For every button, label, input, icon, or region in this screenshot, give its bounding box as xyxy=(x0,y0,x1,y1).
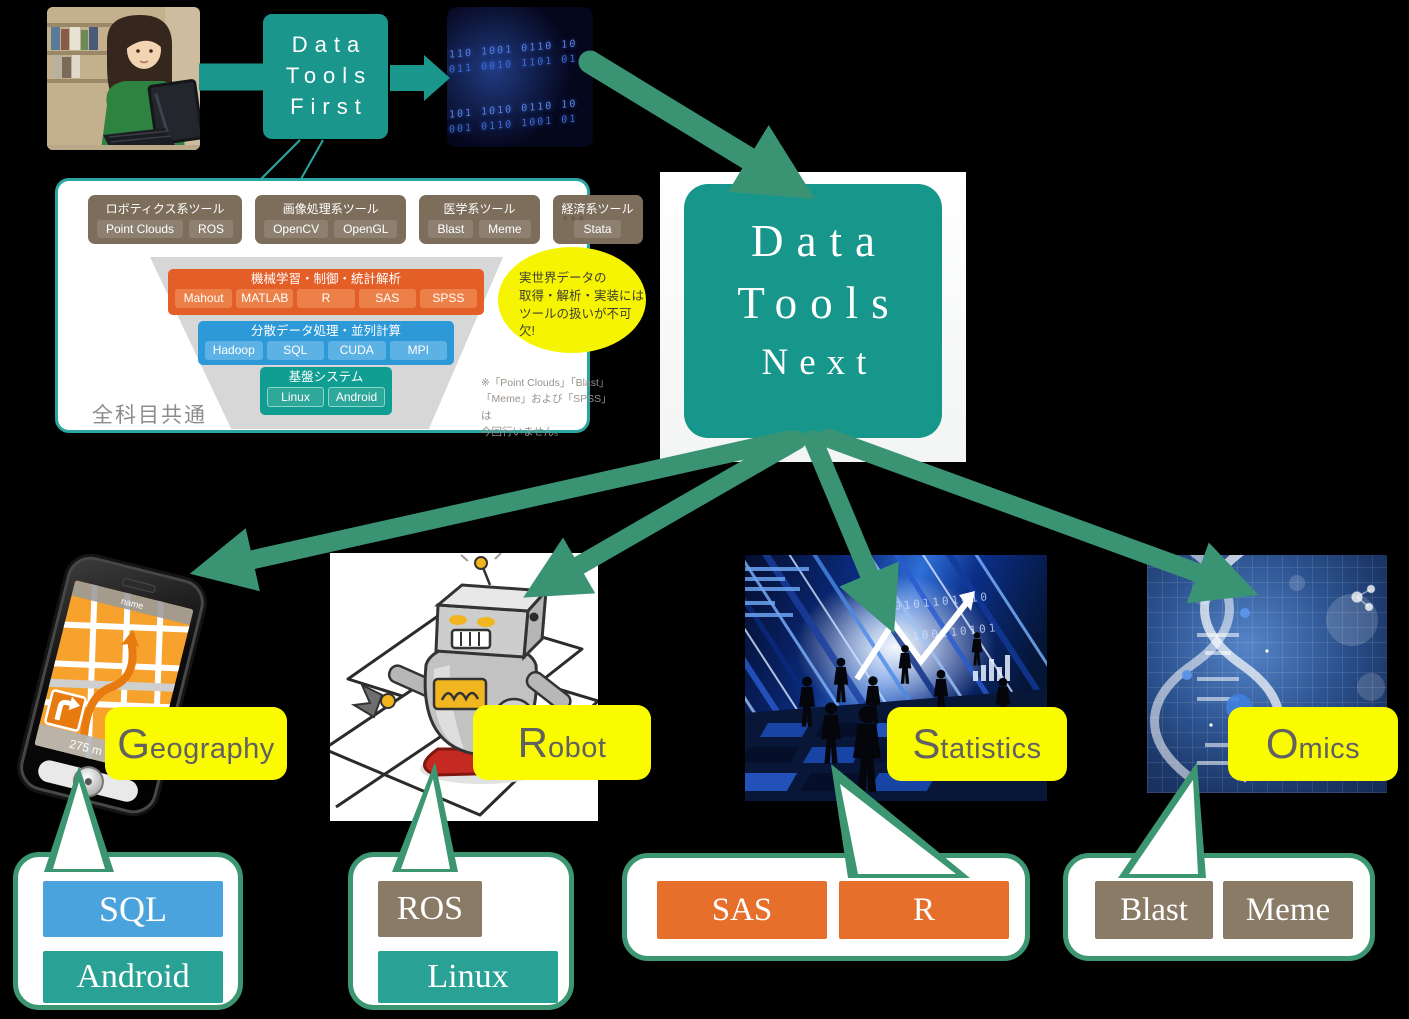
tool-chip: MPI xyxy=(389,341,447,360)
tool-chip: SQL xyxy=(266,341,324,360)
next-box-line: Data xyxy=(751,216,888,266)
tool-chip: SPSS xyxy=(419,289,478,308)
tool-chip: Linux xyxy=(267,387,324,407)
tools-overview-panel: ロボティクス系ツール Point Clouds ROS 画像処理系ツール Ope… xyxy=(55,178,646,438)
geography-tools-callout: SQL Android xyxy=(13,852,243,1010)
data-tools-next-box: Data Tools Next xyxy=(684,184,942,438)
phone-top-label: name xyxy=(120,596,144,611)
funnel-line-left xyxy=(260,139,301,180)
layer-base-systems: 基盤システム Linux Android xyxy=(260,367,392,415)
category-medical: 医学系ツール Blast Meme xyxy=(419,195,540,244)
binary-glow xyxy=(447,7,593,147)
tool-chip: CUDA xyxy=(328,341,386,360)
phone-speaker xyxy=(121,577,157,594)
robot-illustration xyxy=(330,553,598,817)
category-robotics: ロボティクス系ツール Point Clouds ROS xyxy=(88,195,243,244)
first-box-line: Data xyxy=(291,32,367,57)
tool-bar-blast: Blast xyxy=(1095,881,1213,939)
exclusion-note: ※「Point Clouds」「Blast」 「Meme」および「SPSS」は … xyxy=(481,377,610,438)
next-box-line: Tools xyxy=(737,278,902,328)
data-tools-first-box: Data Tools First xyxy=(263,14,388,139)
bubble-text: 実世界データの 取得・解析・実装には ツールの扱いが不可欠! xyxy=(519,271,645,339)
statistics-tools-callout: SAS R xyxy=(622,853,1030,961)
tool-chip: Point Clouds xyxy=(97,220,184,238)
omics-tools-callout: Blast Meme xyxy=(1063,853,1375,961)
tool-chip: Stata xyxy=(574,220,621,238)
tool-bar-ros: ROS xyxy=(378,881,482,937)
tool-chip: R xyxy=(297,289,355,308)
tool-bar-android: Android xyxy=(43,951,223,1003)
arrow-binary-to-next xyxy=(578,50,816,200)
robot-image xyxy=(330,553,598,821)
tool-chip: Blast xyxy=(428,220,474,238)
student-photo-image xyxy=(47,7,200,150)
robot-label: Robot xyxy=(473,705,651,780)
tool-bar-meme: Meme xyxy=(1223,881,1353,939)
tool-chip: OpenCV xyxy=(264,220,329,238)
first-box-line: Tools xyxy=(285,63,373,88)
layer-machine-learning: 機械学習・制御・統計解析 Mahout MATLAB R SAS SPSS xyxy=(168,269,484,315)
phone-home-dot xyxy=(84,777,93,786)
tool-chip: ROS xyxy=(189,220,234,238)
statistics-label: Statistics xyxy=(887,707,1067,781)
category-row: ロボティクス系ツール Point Clouds ROS 画像処理系ツール Ope… xyxy=(88,195,643,244)
tool-chip: Android xyxy=(328,387,385,407)
robot-tools-callout: ROS Linux xyxy=(348,852,574,1010)
tool-chip: Meme xyxy=(479,220,531,238)
geography-label: Geography xyxy=(105,707,287,780)
tool-bar-linux: Linux xyxy=(378,951,558,1003)
tool-chip: Hadoop xyxy=(205,341,263,360)
tool-chip: MATLAB xyxy=(236,289,294,308)
category-image-processing: 画像処理系ツール OpenCV OpenGL xyxy=(255,195,407,244)
tool-bar-sas: SAS xyxy=(657,881,827,939)
omics-label: Omics xyxy=(1228,707,1398,781)
data-tools-next-panel: Data Tools Next xyxy=(660,172,966,462)
common-subjects-label: 全科目共通 xyxy=(92,404,207,427)
funnel-line-right xyxy=(300,139,324,180)
tool-chip: SAS xyxy=(358,289,416,308)
category-economics: 経済系ツール Stata xyxy=(552,195,643,244)
ellipsis-dots: ●●● xyxy=(562,213,587,224)
student-photo-illustration xyxy=(47,7,200,150)
first-box-line: First xyxy=(290,94,368,119)
tool-chip: Mahout xyxy=(175,289,233,308)
next-box-line: Next xyxy=(761,342,878,383)
layer-distributed-processing: 分散データ処理・並列計算 Hadoop SQL CUDA MPI xyxy=(198,321,454,365)
tool-chip: OpenGL xyxy=(334,220,398,238)
arrow-first-to-binary xyxy=(390,55,450,101)
tool-bar-sql: SQL xyxy=(43,881,223,937)
callout-bubble: 実世界データの 取得・解析・実装には ツールの扱いが不可欠! xyxy=(498,247,646,353)
tool-bar-r: R xyxy=(839,881,1009,939)
